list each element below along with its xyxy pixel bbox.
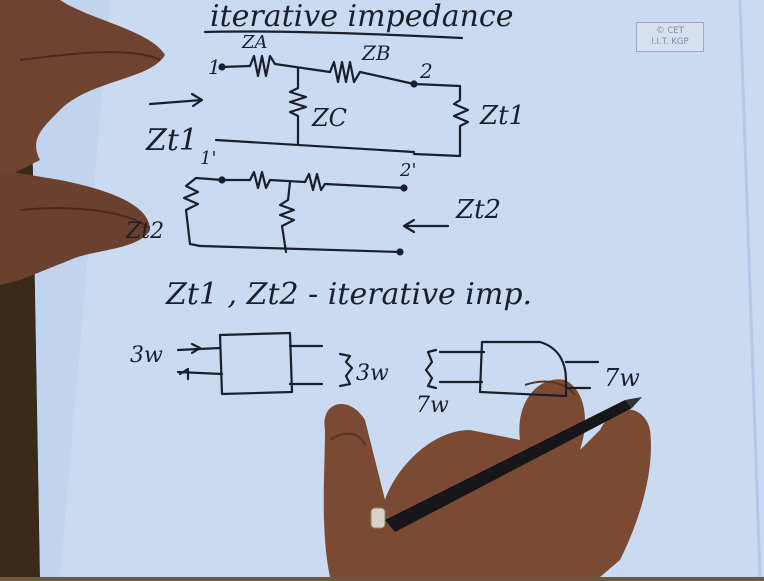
stamp-line-2: I.I.T. KGP bbox=[651, 37, 689, 47]
block-right bbox=[478, 340, 568, 398]
shunt-2 bbox=[278, 180, 296, 254]
label-zt2: Zt2 bbox=[455, 195, 501, 225]
resistor-zc bbox=[288, 66, 308, 146]
pen bbox=[385, 397, 642, 532]
node-2: 2 bbox=[419, 59, 433, 83]
label-mid-right: 3w bbox=[356, 361, 389, 386]
label-zt1: Zt1 bbox=[145, 123, 198, 158]
label-zb: ZB bbox=[361, 41, 391, 65]
arrow-zt2 bbox=[402, 218, 450, 234]
load-zt2 bbox=[182, 176, 224, 248]
stamp-line-1: © CET bbox=[656, 26, 684, 36]
left-hand bbox=[0, 0, 165, 285]
arrow-in bbox=[178, 342, 202, 381]
load-zt1 bbox=[412, 82, 470, 158]
node-2p: 2' bbox=[399, 160, 416, 181]
label-right-out: 7w bbox=[604, 364, 640, 392]
wire-top bbox=[220, 62, 416, 86]
resistor-2a bbox=[248, 170, 272, 190]
label-mid-left: 7w bbox=[416, 393, 449, 418]
label-zt2-left: Zt2 bbox=[125, 219, 164, 244]
wire-bottom bbox=[214, 138, 416, 154]
node-1p: 1' bbox=[200, 148, 216, 169]
heading-underline bbox=[203, 30, 464, 40]
node-1: 1 bbox=[208, 55, 221, 79]
resistor-za bbox=[248, 54, 277, 78]
label-left-in: 3w bbox=[130, 343, 163, 368]
block-right-ports bbox=[438, 350, 600, 390]
brace-left bbox=[424, 348, 438, 390]
wire-top-2 bbox=[220, 178, 406, 190]
label-zt1-right: Zt1 bbox=[479, 101, 525, 131]
arrow-zt1 bbox=[148, 92, 204, 108]
resistor-zb bbox=[328, 60, 362, 84]
brace-mid bbox=[338, 352, 354, 388]
copyright-stamp: © CET I.I.T. KGP bbox=[636, 22, 704, 52]
label-za: ZA bbox=[241, 32, 268, 53]
heading: iterative impedance bbox=[210, 0, 514, 34]
label-zc: ZC bbox=[311, 104, 347, 132]
resistor-2b bbox=[303, 172, 327, 192]
definition-line: Zt1 , Zt2 - iterative imp. bbox=[165, 277, 532, 312]
wire-bottom-2 bbox=[198, 244, 402, 254]
